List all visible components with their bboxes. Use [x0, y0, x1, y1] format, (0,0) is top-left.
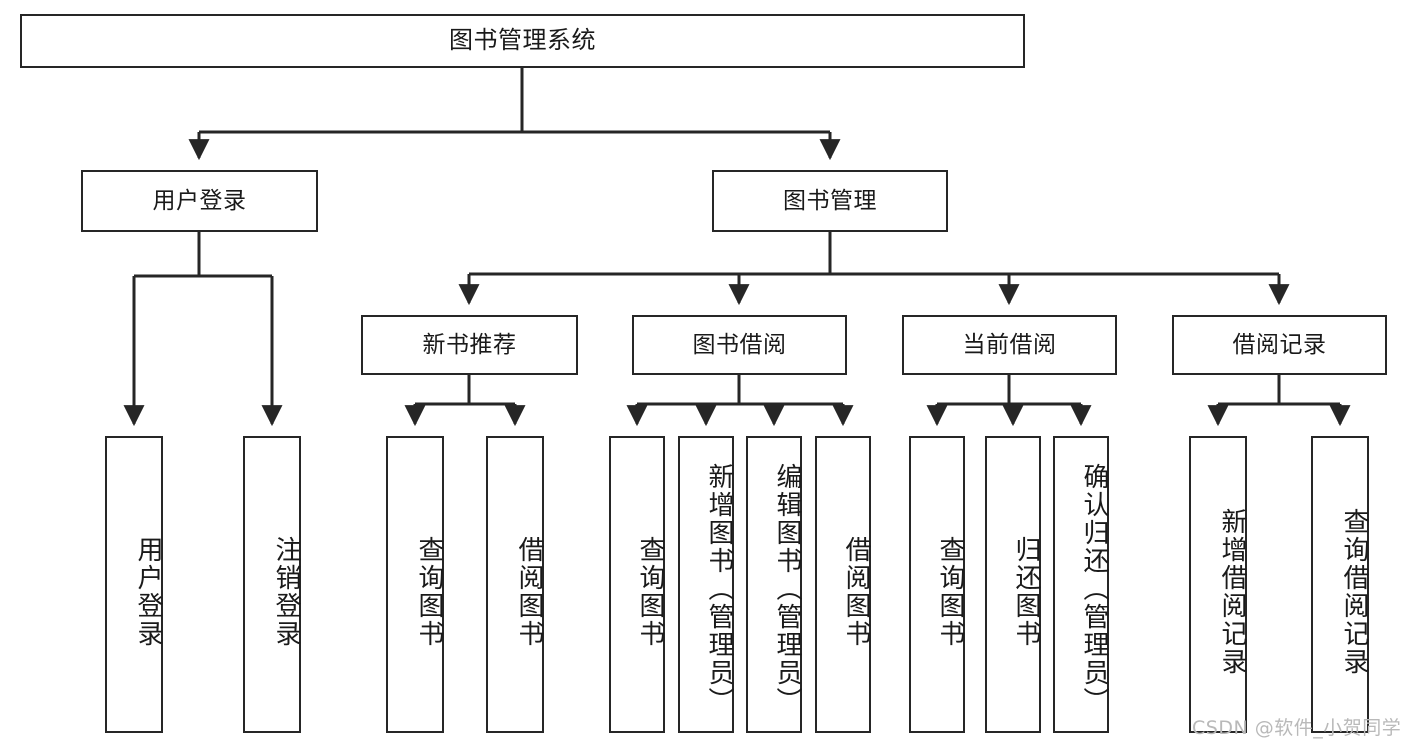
leaf-add-book[interactable]: 新增图书（管理员）	[678, 436, 734, 733]
node-root-system[interactable]: 图书管理系统	[20, 14, 1025, 68]
leaf-user-login[interactable]: 用户登录	[105, 436, 163, 733]
leaf-confirm-return[interactable]: 确认归还（管理员）	[1053, 436, 1109, 733]
node-new-book-rec[interactable]: 新书推荐	[361, 315, 578, 375]
leaf-borrow-book-2[interactable]: 借阅图书	[815, 436, 871, 733]
leaf-query-book-3[interactable]: 查询图书	[909, 436, 965, 733]
leaf-logout[interactable]: 注销登录	[243, 436, 301, 733]
leaf-query-book-1[interactable]: 查询图书	[386, 436, 444, 733]
leaf-return-book[interactable]: 归还图书	[985, 436, 1041, 733]
leaf-query-book-2[interactable]: 查询图书	[609, 436, 665, 733]
node-book-borrow[interactable]: 图书借阅	[632, 315, 847, 375]
node-book-manage[interactable]: 图书管理	[712, 170, 948, 232]
leaf-add-record[interactable]: 新增借阅记录	[1189, 436, 1247, 733]
leaf-query-record[interactable]: 查询借阅记录	[1311, 436, 1369, 733]
node-borrow-record[interactable]: 借阅记录	[1172, 315, 1387, 375]
leaf-edit-book[interactable]: 编辑图书（管理员）	[746, 436, 802, 733]
node-user-login[interactable]: 用户登录	[81, 170, 318, 232]
csdn-watermark: CSDN @软件_小贺同学	[1192, 717, 1402, 739]
node-current-borrow[interactable]: 当前借阅	[902, 315, 1117, 375]
leaf-borrow-book-1[interactable]: 借阅图书	[486, 436, 544, 733]
